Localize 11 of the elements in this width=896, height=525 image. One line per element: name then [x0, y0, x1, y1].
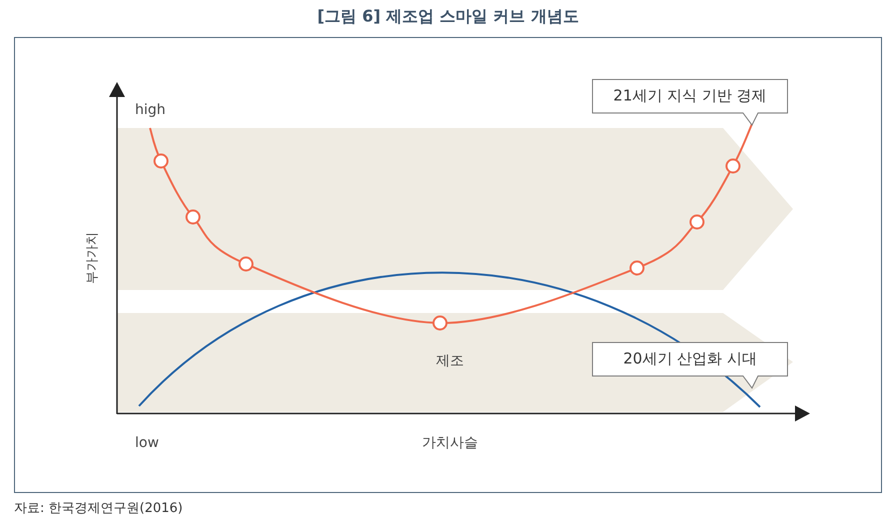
callout-text: 21세기 지식 기반 경제 [613, 86, 767, 106]
figure-title: [그림 6] 제조업 스마일 커브 개념도 [317, 6, 579, 28]
callout-bubble [592, 342, 788, 389]
axis-title: 부가가치 [84, 232, 101, 284]
axis-end-label: low [135, 435, 159, 451]
callout-bubble [592, 79, 788, 126]
axis-title: 가치사슬 [422, 434, 478, 452]
source-caption: 자료: 한국경제연구원(2016) [14, 500, 183, 517]
point-label: 제조 [436, 352, 464, 370]
axis-end-label: high [135, 102, 166, 118]
callout-text: 20세기 산업화 시대 [623, 350, 757, 368]
